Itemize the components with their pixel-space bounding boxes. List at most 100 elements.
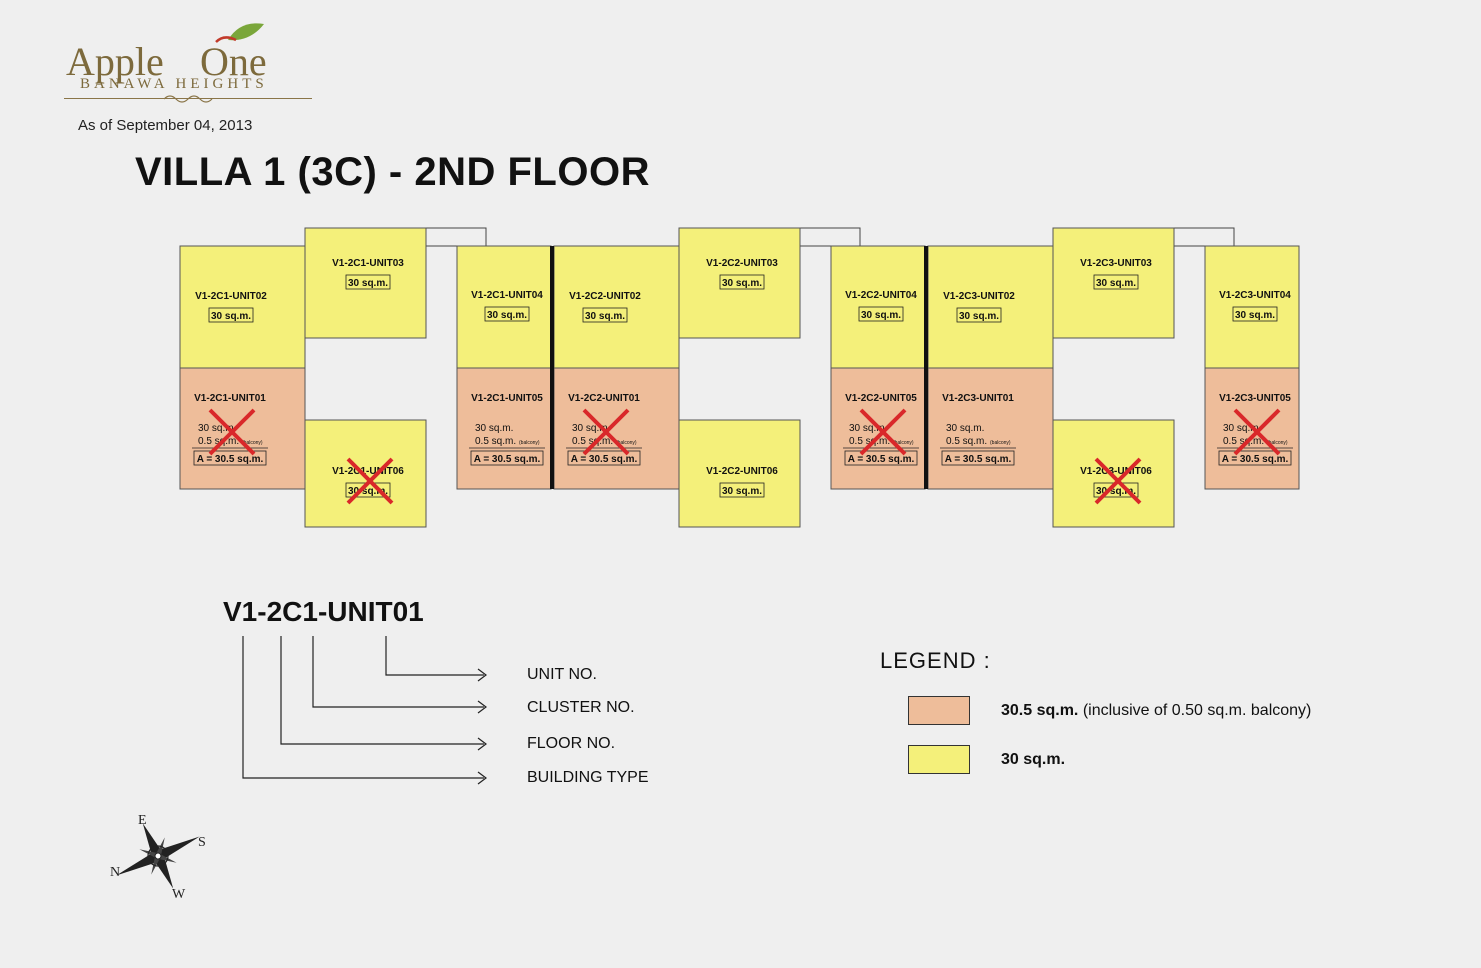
area-box — [484, 306, 530, 322]
unit-id-label: V1-2C1-UNIT01 — [194, 393, 266, 404]
area-box — [858, 306, 904, 322]
unit-balcony-note: (balcony) — [616, 440, 637, 446]
unit-fill — [553, 367, 680, 490]
unit-v1-2c1-unit04[interactable]: V1-2C1-UNIT04 30 sq.m. — [456, 245, 552, 369]
unit-area-label: 30 sq.m. — [1235, 310, 1275, 321]
unit-area-label: 30 sq.m. — [946, 423, 984, 434]
unit-fill — [179, 367, 306, 490]
wall-notch — [799, 227, 861, 247]
total-area-box — [941, 450, 1015, 466]
as-of-date: As of September 04, 2013 — [78, 117, 253, 134]
brand-logo: Apple One BANAWA HEIGHTS — [62, 18, 322, 108]
unit-balcony-label: 0.5 sq.m. — [1223, 436, 1264, 447]
legend-item-balcony-note: (inclusive of 0.50 sq.m. balcony) — [1082, 702, 1312, 719]
unit-area-label: 30 sq.m. — [1096, 278, 1136, 289]
unit-area-label: 30 sq.m. — [348, 486, 388, 497]
sold-x-mark — [859, 408, 907, 456]
total-area-box — [844, 450, 918, 466]
unit-id-label: V1-2C3-UNIT05 — [1219, 393, 1291, 404]
unit-area-label: 30 sq.m. — [722, 278, 762, 289]
unit-fill — [678, 419, 801, 528]
unit-id-label: V1-2C3-UNIT02 — [943, 291, 1015, 302]
unit-area-label: 30 sq.m. — [959, 311, 999, 322]
unit-v1-2c2-unit03[interactable]: V1-2C2-UNIT03 30 sq.m. — [678, 227, 801, 339]
unit-id-label: V1-2C1-UNIT03 — [332, 258, 404, 269]
logo-subtitle: BANAWA HEIGHTS — [80, 76, 268, 92]
unit-balcony-note: (balcony) — [242, 440, 263, 446]
legend-title: LEGEND : — [880, 648, 991, 673]
unit-area-label: 30 sq.m. — [211, 311, 251, 322]
unit-fill — [553, 245, 680, 369]
unit-fill — [927, 245, 1054, 369]
compass-south-label: S — [198, 835, 206, 850]
unit-area-label: 30 sq.m. — [849, 423, 887, 434]
unit-total-area-label: A = 30.5 sq.m. — [571, 454, 638, 465]
page-title: VILLA 1 (3C) - 2ND FLOOR — [135, 150, 650, 194]
unit-id-label: V1-2C1-UNIT02 — [195, 291, 267, 302]
total-area-box — [470, 450, 544, 466]
unit-balcony-note: (balcony) — [1267, 440, 1288, 446]
total-area-box — [193, 450, 267, 466]
unit-total-area-label: A = 30.5 sq.m. — [197, 454, 264, 465]
unit-v1-2c1-unit01[interactable]: V1-2C1-UNIT01 30 sq.m. 0.5 sq.m.(balcony) A… — [179, 367, 306, 490]
unit-code-example: V1-2C1-UNIT01 — [223, 596, 424, 627]
sold-x-mark — [1094, 457, 1142, 505]
unit-id-label: V1-2C2-UNIT05 — [845, 393, 917, 404]
unit-total-area-label: A = 30.5 sq.m. — [848, 454, 915, 465]
compass-north-label: N — [110, 865, 120, 880]
sold-x-mark — [1233, 408, 1281, 456]
cluster-no-connector — [312, 636, 484, 708]
area-box — [1232, 306, 1278, 322]
unit-balcony-note: (balcony) — [990, 440, 1011, 446]
legend-item-balcony-area: 30.5 sq.m. — [1001, 702, 1079, 719]
unit-total-area-label: A = 30.5 sq.m. — [474, 454, 541, 465]
unit-id-label: V1-2C1-UNIT04 — [471, 290, 543, 301]
ornament-icon — [163, 95, 213, 103]
unit-area-label: 30 sq.m. — [487, 310, 527, 321]
unit-id-label: V1-2C2-UNIT01 — [568, 393, 640, 404]
unit-balcony-label: 0.5 sq.m. — [572, 436, 613, 447]
area-box — [956, 307, 1002, 323]
logo-brand-right: One — [200, 39, 267, 84]
compass-west-label: W — [172, 887, 186, 902]
legend-item-standard: 30 sq.m. — [1001, 751, 1065, 769]
unit-id-label: V1-2C2-UNIT03 — [706, 258, 778, 269]
logo-brand-left: Apple — [66, 39, 164, 84]
area-box — [345, 274, 391, 290]
unit-balcony-label: 0.5 sq.m. — [849, 436, 890, 447]
compass-rose-icon: E S W N — [110, 813, 206, 902]
legend-swatch-standard — [908, 745, 970, 774]
unit-id-label: V1-2C3-UNIT01 — [942, 393, 1014, 404]
unit-area-label: 30 sq.m. — [722, 486, 762, 497]
unit-id-label: V1-2C3-UNIT06 — [1080, 466, 1152, 477]
key-label-floor-no: FLOOR NO. — [527, 735, 616, 752]
unit-id-label: V1-2C3-UNIT03 — [1080, 258, 1152, 269]
unit-no-connector — [385, 636, 484, 676]
unit-v1-2c3-unit02[interactable]: V1-2C3-UNIT02 30 sq.m. — [927, 245, 1054, 369]
floor-no-connector — [280, 636, 484, 745]
unit-v1-2c3-unit03[interactable]: V1-2C3-UNIT03 30 sq.m. — [1052, 227, 1175, 339]
area-box — [1093, 274, 1139, 290]
compass-east-label: E — [138, 813, 147, 828]
legend-item-standard-area: 30 sq.m. — [1001, 751, 1066, 768]
key-label-cluster-no: CLUSTER NO. — [527, 699, 635, 716]
unit-balcony-label: 0.5 sq.m. — [198, 436, 239, 447]
area-box — [719, 482, 765, 498]
unit-fill — [456, 367, 552, 490]
unit-area-label: 30 sq.m. — [198, 423, 236, 434]
sold-x-mark — [582, 408, 630, 456]
unit-fill — [1052, 419, 1175, 528]
unit-id-label: V1-2C1-UNIT05 — [471, 393, 543, 404]
